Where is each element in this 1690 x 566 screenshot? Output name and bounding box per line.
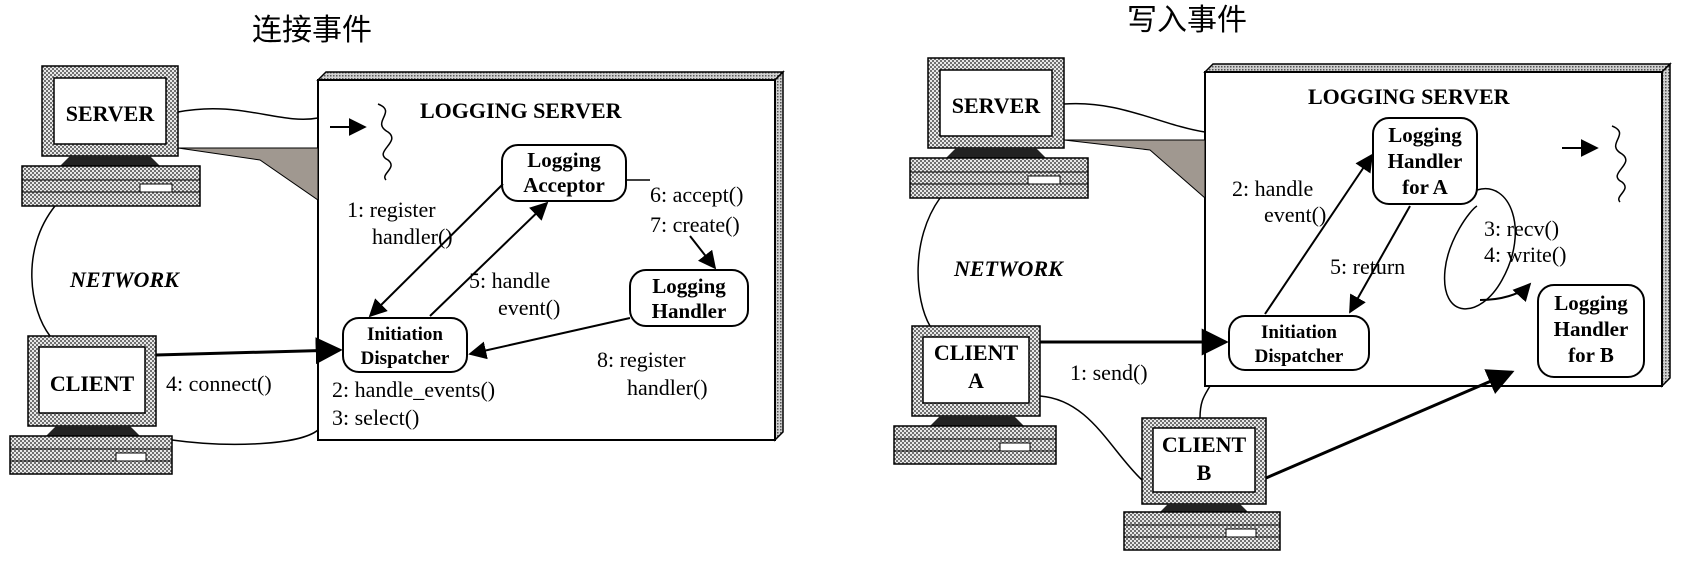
right-handler-b-node: [1537, 284, 1645, 378]
right-handler-b-line1: Logging: [1554, 291, 1628, 315]
right-handler-a-line2: Handler: [1388, 149, 1463, 173]
right-step2-line1: 2: handle: [1232, 176, 1313, 201]
right-server-box-top: [1203, 63, 1672, 73]
right-step2-line2: event(): [1264, 202, 1326, 227]
right-initiation-dispatcher-line2: Dispatcher: [1255, 346, 1344, 367]
right-server-computer-label: SERVER: [952, 93, 1042, 118]
right-server-computer: SERVER: [909, 57, 1089, 199]
right-server-link-top: [1063, 102, 1206, 133]
right-client-b-computer: CLIENT B: [1123, 417, 1281, 551]
left-logging-handler-line2: Handler: [652, 299, 727, 323]
left-logging-handler-line1: Logging: [652, 274, 726, 298]
left-step2: 2: handle_events(): [332, 377, 495, 402]
right-client-a-label-line2: A: [968, 368, 984, 393]
right-diagram: LOGGING SERVER SERVER CLIENT A: [893, 57, 1672, 551]
left-logging-acceptor-line1: Logging: [527, 148, 601, 172]
left-server-box-side: [774, 70, 784, 442]
left-arrow-connect: [155, 337, 343, 365]
right-step5: 5: return: [1330, 254, 1405, 279]
left-logging-handler-node: [629, 269, 749, 327]
right-server-box-side: [1661, 62, 1671, 388]
left-arrow-create: [689, 235, 717, 270]
left-step3: 3: select(): [332, 405, 419, 430]
title-write-events: 写入事件: [1127, 4, 1247, 37]
right-thread-icon: [1562, 125, 1627, 203]
right-handler-a-line1: Logging: [1388, 123, 1462, 147]
right-initiation-dispatcher-node: [1228, 315, 1370, 371]
right-initiation-dispatcher-line1: Initiation: [1261, 322, 1337, 343]
right-step3: 3: recv(): [1484, 216, 1559, 241]
left-step8-line2: handler(): [627, 375, 708, 400]
left-client-computer: CLIENT: [9, 335, 173, 475]
left-network-cable: [31, 205, 56, 337]
left-logging-acceptor-node: [501, 144, 627, 202]
left-arrow-register-handler: [368, 183, 504, 318]
right-client-b-link: [1199, 385, 1211, 419]
left-server-link-shade: [177, 147, 319, 201]
left-server-computer-label: SERVER: [66, 101, 156, 126]
title-connect-events: 连接事件: [252, 14, 372, 47]
left-step7: 7: create(): [650, 212, 740, 237]
right-step1: 1: send(): [1070, 360, 1148, 385]
right-client-b-label-line2: B: [1197, 460, 1212, 485]
right-arrow-send-b: [1265, 369, 1515, 480]
left-step8-line1: 8: register: [597, 347, 686, 372]
left-step5-line2: event(): [498, 295, 560, 320]
left-thread-icon: [330, 103, 393, 181]
left-step1-line2: handler(): [372, 224, 453, 249]
left-initiation-dispatcher-node: [342, 317, 468, 373]
right-handler-b-line2: Handler: [1554, 317, 1629, 341]
right-server-link-shade: [1063, 139, 1206, 200]
right-handler-b-line3: for B: [1568, 343, 1614, 367]
left-arrow-handle-event: [429, 201, 549, 317]
right-client-a-computer: CLIENT A: [893, 325, 1057, 465]
left-arrow-register-handler-8: [468, 317, 631, 360]
left-initiation-dispatcher-line2: Dispatcher: [361, 348, 450, 369]
right-client-a-to-b-cable: [1039, 395, 1143, 481]
right-network-cable: [917, 197, 941, 327]
right-arrow-handle-event: [1264, 153, 1374, 315]
left-initiation-dispatcher-line1: Initiation: [367, 324, 443, 345]
left-server-computer: SERVER: [21, 65, 201, 207]
right-handler-a-line3: for A: [1402, 175, 1449, 199]
left-network-label: NETWORK: [69, 267, 180, 292]
left-step4: 4: connect(): [166, 371, 272, 396]
left-client-computer-label: CLIENT: [50, 371, 135, 396]
left-server-link-top: [177, 108, 319, 120]
right-logging-server-label: LOGGING SERVER: [1308, 84, 1511, 109]
left-step6: 6: accept(): [650, 182, 743, 207]
right-client-a-label-line1: CLIENT: [934, 340, 1019, 365]
left-diagram: LOGGING SERVER SERVER CLIENT: [9, 65, 785, 475]
right-client-b-label-line1: CLIENT: [1162, 432, 1247, 457]
right-arrow-write: [1479, 282, 1532, 303]
right-recv-loop: [1443, 187, 1516, 310]
left-client-link-bottom: [171, 429, 319, 446]
right-step4: 4: write(): [1484, 242, 1566, 267]
left-server-box-top: [316, 71, 785, 81]
left-logging-server-label: LOGGING SERVER: [420, 98, 623, 123]
left-logging-acceptor-line2: Acceptor: [523, 173, 605, 197]
right-network-label: NETWORK: [953, 256, 1064, 281]
right-arrow-return: [1349, 205, 1411, 314]
left-step5-line1: 5: handle: [469, 268, 550, 293]
left-step1-line1: 1: register: [347, 197, 436, 222]
